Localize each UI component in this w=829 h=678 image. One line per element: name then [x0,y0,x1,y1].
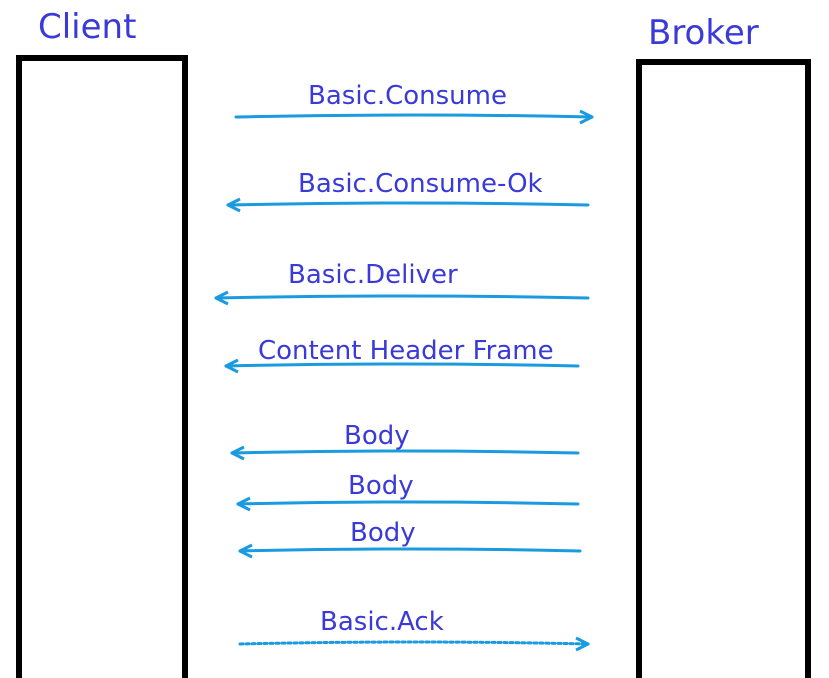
message-arrow-line-7 [238,547,582,553]
message-label-8: Basic.Ack [320,607,444,637]
message-group: Basic.ConsumeBasic.Consume-OkBasic.Deliv… [214,81,594,652]
broker-label: Broker [648,13,759,53]
message-label-1: Basic.Consume [308,81,507,111]
message-arrow-line-3 [214,294,590,300]
message-arrow-line-8 [238,640,590,646]
client-lifeline-box [16,55,188,678]
message-arrow-head-7 [238,543,253,559]
client-label: Client [38,7,136,47]
message-arrow-line-6 [236,500,580,506]
message-label-2: Basic.Consume-Ok [298,169,543,199]
message-arrow-head-4 [224,358,239,374]
message-label-3: Basic.Deliver [288,260,458,290]
message-label-5: Body [344,421,410,451]
message-arrow-head-8 [575,636,590,652]
broker-lifeline-box [636,59,811,678]
message-arrow-line-4 [224,362,580,368]
message-label-7: Body [350,518,416,548]
message-arrow-head-1 [579,109,594,125]
message-arrow-line-1 [234,113,594,119]
message-label-4: Content Header Frame [258,336,554,366]
message-label-6: Body [348,471,414,501]
message-arrow-head-2 [226,197,241,213]
message-arrow-head-6 [236,496,251,512]
message-arrow-line-2 [226,201,590,207]
message-arrow-head-5 [230,445,245,461]
message-arrow-head-3 [214,290,229,306]
message-arrow-line-5 [230,449,580,455]
